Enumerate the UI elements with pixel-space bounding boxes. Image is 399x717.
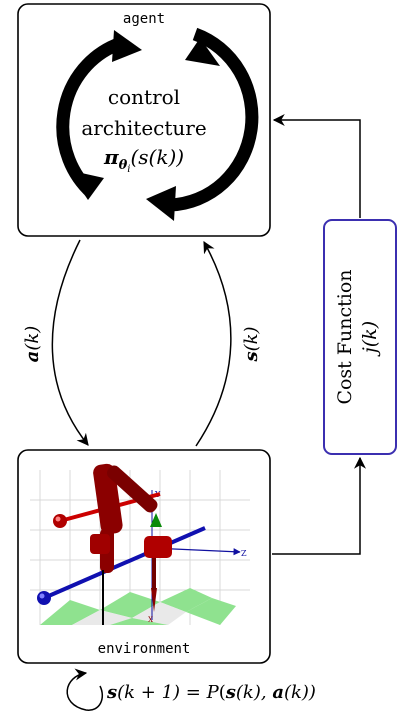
- axis-z-label: Z: [241, 549, 247, 558]
- agent-node: agent control architecture πθi(s(k)): [17, 3, 271, 237]
- self-loop-edge: [66, 668, 104, 711]
- state-edge: [195, 240, 232, 447]
- state-arg: (k): [241, 326, 262, 351]
- axis-x-label: X: [148, 616, 153, 624]
- transition-P: P: [206, 682, 220, 703]
- action-bold: a: [22, 351, 43, 363]
- agent-label: agent: [123, 11, 165, 27]
- policy-sub-i: i: [127, 164, 130, 175]
- action-label: a(k): [22, 326, 43, 363]
- action-edge: [51, 239, 89, 446]
- policy-symbol: π: [103, 145, 119, 169]
- policy-sub-theta: θ: [119, 158, 128, 173]
- agent-text-line2: architecture: [81, 116, 206, 140]
- cost-function-node: Cost Function j(k): [323, 219, 397, 455]
- cost-to-agent-edge: [272, 114, 361, 218]
- cost-function-title: Cost Function: [334, 269, 356, 404]
- transition-arg-k: (k),: [236, 682, 272, 703]
- agent-text-line1: control: [108, 85, 180, 109]
- transition-a: a: [272, 682, 284, 703]
- environment-node: Y Z X environment: [17, 449, 271, 664]
- cost-function-box: [323, 219, 397, 455]
- agent-policy: πθi(s(k)): [103, 145, 184, 175]
- state-label: s(k): [241, 326, 262, 362]
- transition-lhs: (k + 1) =: [117, 682, 206, 703]
- policy-arg: (s(k)): [130, 145, 184, 169]
- transition-open: (: [219, 682, 226, 703]
- cost-function-symbol: j(k): [359, 321, 381, 357]
- transition-s: s: [106, 682, 117, 703]
- transition-equation: s(k + 1) = P(s(k), a(k)): [106, 682, 316, 703]
- transition-s2: s: [225, 682, 236, 703]
- environment-label: environment: [98, 641, 191, 657]
- floor-checker: [40, 588, 236, 625]
- robot-scene-image: Y Z X: [30, 463, 250, 625]
- env-to-cost-edge: [272, 456, 366, 555]
- state-bold: s: [241, 351, 262, 362]
- cycle-icon: [56, 27, 259, 221]
- transition-close: (k)): [284, 682, 316, 703]
- action-arg: (k): [22, 326, 43, 351]
